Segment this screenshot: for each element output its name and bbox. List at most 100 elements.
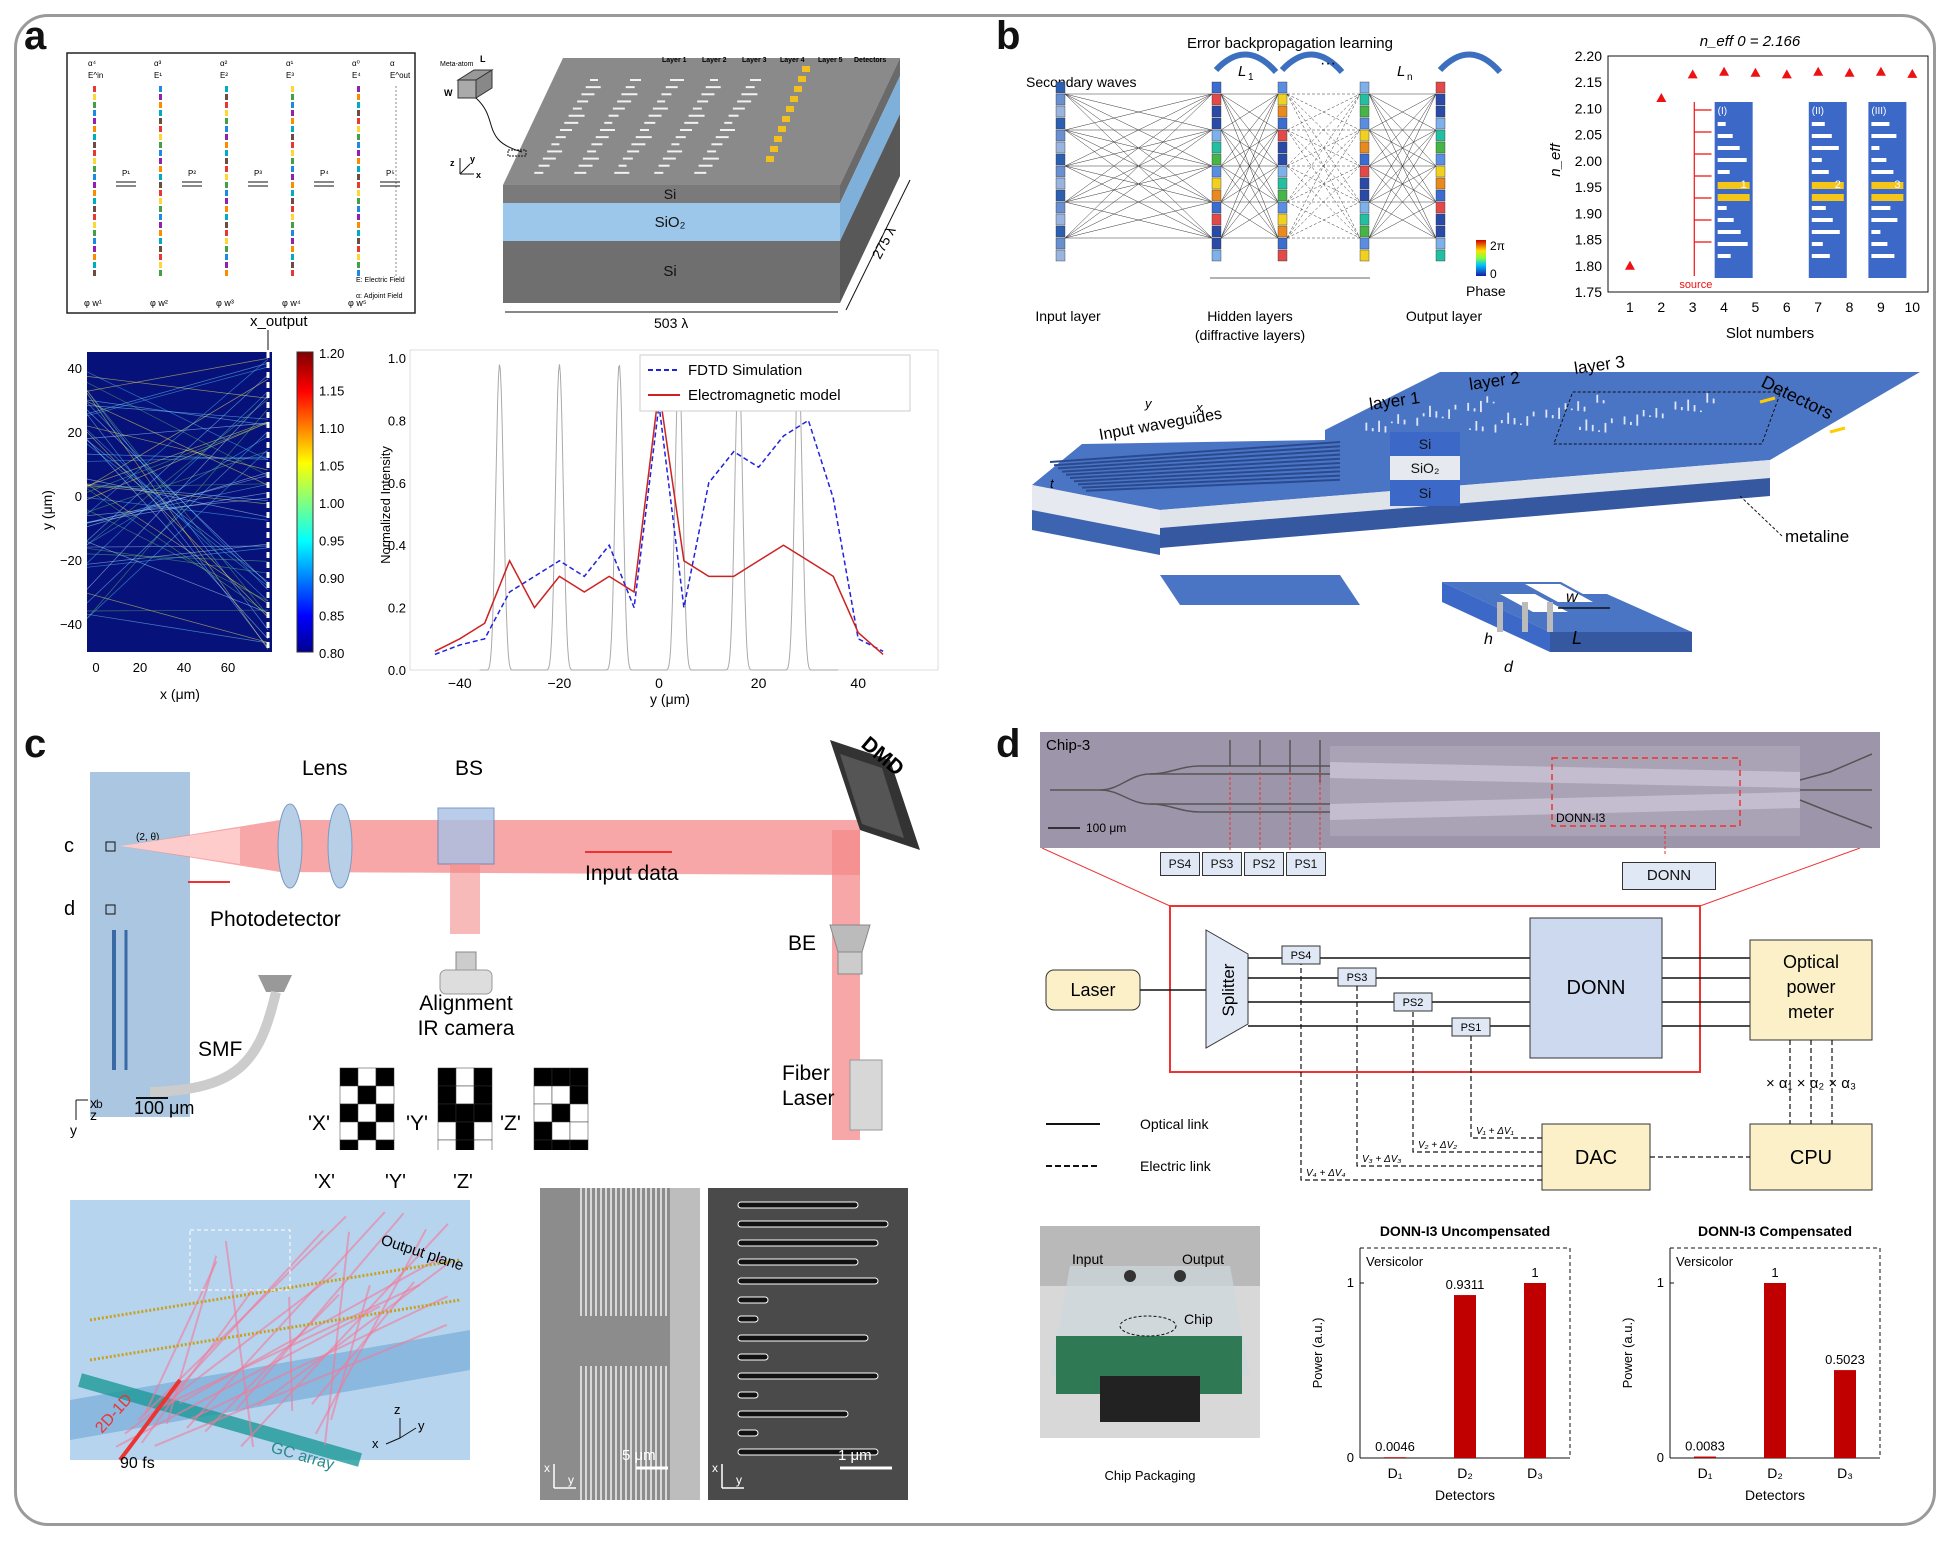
width-dimension: 503 λ xyxy=(654,315,688,331)
gc-array xyxy=(78,1373,362,1467)
letter-pixel xyxy=(551,1067,571,1087)
si-bottom-layer xyxy=(503,241,840,303)
fiber-laser xyxy=(849,1059,883,1131)
meta-segment xyxy=(159,134,162,140)
diffracted-ray xyxy=(154,1323,448,1447)
power-meter-box xyxy=(1749,939,1873,1041)
meta-segment xyxy=(225,166,228,172)
bar-title: DONN-I3 Uncompensated xyxy=(1380,1223,1550,1239)
phase-pixel xyxy=(1055,237,1066,250)
field-ray xyxy=(86,371,269,461)
connection xyxy=(1220,201,1279,239)
meta-segment xyxy=(93,86,96,92)
meta-segment xyxy=(291,134,294,140)
phase-pixel xyxy=(1277,153,1288,166)
lens-label: Lens xyxy=(302,757,348,780)
svg-text:x: x xyxy=(372,1436,379,1451)
input-waveguide xyxy=(1049,441,1341,463)
meta-segment xyxy=(159,94,162,100)
chip-ps1: PS1 xyxy=(1286,852,1326,876)
field-ray xyxy=(86,456,269,462)
meta-segment xyxy=(225,206,228,212)
phase-pixel xyxy=(1359,105,1370,118)
phase-pixel xyxy=(1055,93,1066,106)
meta-segment xyxy=(159,86,162,92)
phase-pixel xyxy=(1435,225,1446,238)
layer-2-label: Layer 2 xyxy=(702,57,727,64)
diffracted-ray xyxy=(189,1295,448,1420)
meta-segment xyxy=(357,134,360,140)
laser-label: Laser xyxy=(782,1087,835,1110)
photo-input-label: Input xyxy=(1072,1251,1103,1267)
scatter-point xyxy=(1624,260,1635,270)
ellipsis: ··· xyxy=(1320,55,1336,72)
letter-pixel xyxy=(473,1121,493,1141)
svg-text:Optical: Optical xyxy=(1783,952,1839,972)
sem-grating xyxy=(630,1366,632,1500)
meta-segment xyxy=(225,214,228,220)
inset-slot xyxy=(1871,194,1904,201)
letter-pixel xyxy=(437,1085,457,1105)
meta-segment xyxy=(225,118,228,124)
phase-pixel xyxy=(1277,81,1288,94)
heatmap-xtick: 60 xyxy=(221,660,235,675)
sem-slot xyxy=(737,1239,879,1247)
letter-pixel xyxy=(551,1121,571,1141)
inset-slot xyxy=(1871,206,1891,210)
meta-segment xyxy=(159,150,162,156)
phase-pixel xyxy=(1055,201,1066,214)
meta-segment xyxy=(225,262,228,268)
field-label-3: E³ xyxy=(286,71,294,80)
scatter-xlabel: Slot numbers xyxy=(1726,325,1814,342)
meta-segment xyxy=(159,238,162,244)
meta-segment xyxy=(93,110,96,116)
letter-pixel xyxy=(551,1103,571,1123)
inset-slot xyxy=(1811,158,1822,162)
inset-slot xyxy=(1871,158,1887,162)
dac-box xyxy=(1541,1123,1651,1191)
field-ray xyxy=(86,431,269,604)
phase-pixel xyxy=(1435,81,1446,94)
phase-pixel xyxy=(1359,129,1370,142)
scatter-ytick: 1.85 xyxy=(1575,232,1602,248)
device-3d-render: Si SiO₂ Si Layer 1 Layer 2 Layer 3 Layer… xyxy=(440,54,911,331)
colorbar-tick: 0.95 xyxy=(319,534,344,549)
bar-ytick: 0 xyxy=(1347,1450,1354,1465)
letter-pixel xyxy=(375,1067,395,1087)
inset-label: (II) xyxy=(1812,106,1824,117)
field-ray xyxy=(86,592,269,643)
phase-pixel xyxy=(1359,177,1370,190)
inset-slot xyxy=(1811,206,1826,210)
field-ray xyxy=(86,401,269,486)
letter-pixel xyxy=(437,1139,457,1150)
phase-pixel xyxy=(1435,141,1446,154)
letter-pixel xyxy=(569,1139,589,1150)
sem-slot xyxy=(737,1353,769,1361)
letter-pixel xyxy=(455,1067,475,1087)
meta-segment xyxy=(357,206,360,212)
prop-label-4: P⁵ xyxy=(386,169,395,178)
meta-segment xyxy=(357,126,360,132)
chip-boundary xyxy=(1169,905,1701,1073)
svg-text:2π: 2π xyxy=(1490,239,1505,253)
meta-segment xyxy=(93,134,96,140)
detectors-label: Detectors xyxy=(854,57,886,64)
phase-pixel xyxy=(1277,249,1288,262)
meta-segment xyxy=(159,126,162,132)
connection xyxy=(1220,93,1279,203)
heatmap-ytick: 40 xyxy=(68,361,82,376)
svg-text:'Y': 'Y' xyxy=(385,1171,406,1193)
meta-segment xyxy=(225,222,228,228)
legend-adjoint: α: Adjoint Field xyxy=(356,293,403,300)
phase-pixel xyxy=(1055,177,1066,190)
connection xyxy=(1064,93,1213,239)
meta-segment xyxy=(291,198,294,204)
chip-packaging-caption: Chip Packaging xyxy=(1104,1468,1195,1483)
meta-segment xyxy=(225,270,228,276)
bar-category: D₂ xyxy=(1767,1465,1783,1481)
meta-segment xyxy=(357,158,360,164)
diffracted-ray xyxy=(115,1305,381,1448)
field-ray xyxy=(86,483,269,523)
sem-grating xyxy=(605,1366,607,1500)
meta-segment xyxy=(225,158,228,164)
